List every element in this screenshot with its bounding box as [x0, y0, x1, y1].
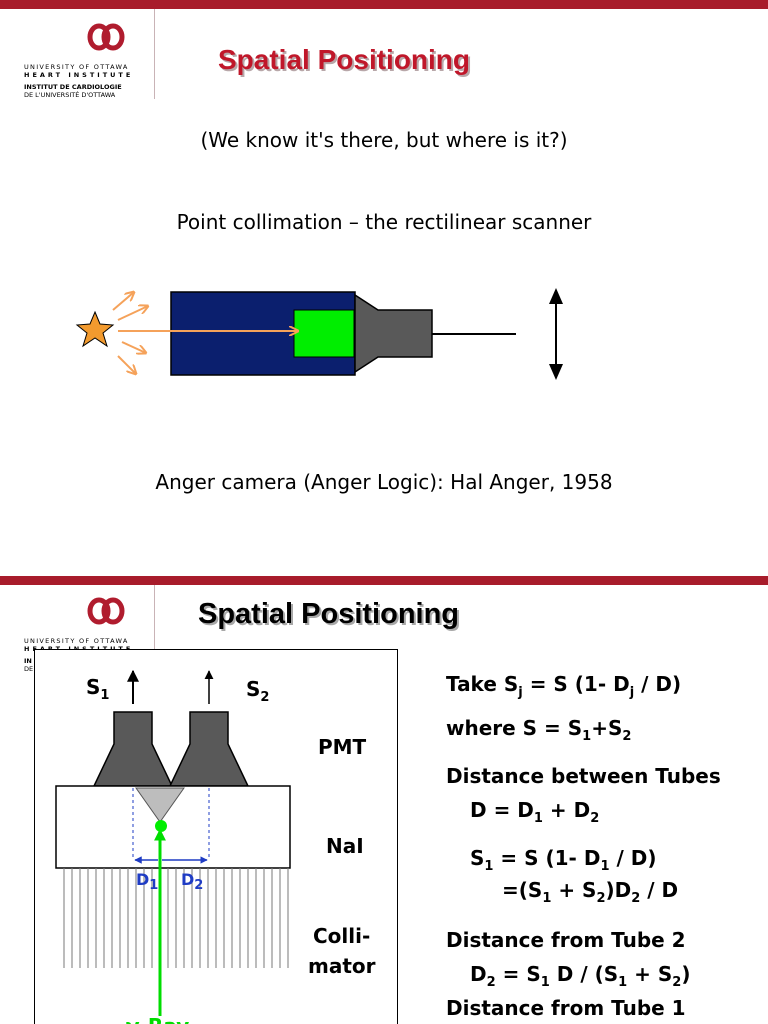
- text-distance-from-tube-2: Distance from Tube 2: [446, 928, 686, 952]
- label-collimator-2: mator: [308, 954, 376, 978]
- top-accent-bar: [0, 576, 768, 585]
- text-distance-between-tubes: Distance between Tubes: [446, 764, 721, 788]
- radioactive-source-star-icon: [75, 310, 115, 348]
- equation-s1: S1 = S (1- D1 / D): [470, 846, 657, 874]
- pmt-tube-1: [92, 711, 174, 787]
- scintillation-crystal: [293, 309, 355, 358]
- label-d1: D1: [136, 870, 159, 894]
- logo-divider: [154, 9, 155, 99]
- logo-line-1: UNIVERSITY OF OTTAWA: [24, 63, 129, 71]
- text-distance-from-tube-1: Distance from Tube 1: [446, 996, 686, 1020]
- label-pmt: PMT: [318, 735, 367, 759]
- collimator-septa: [63, 868, 289, 968]
- slide-spatial-positioning-intro: UNIVERSITY OF OTTAWA HEART INSTITUTE INS…: [0, 0, 768, 494]
- logo-line-4: DE: [24, 665, 34, 673]
- label-d2: D2: [181, 870, 204, 894]
- label-nai: NaI: [326, 834, 364, 858]
- logo-line-2: HEART INSTITUTE: [24, 71, 134, 79]
- slide-title: Spatial Positioning: [198, 598, 460, 630]
- top-accent-bar: [0, 0, 768, 9]
- equation-s1-expanded: =(S1 + S2)D2 / D: [502, 878, 679, 906]
- logo-divider: [154, 585, 155, 655]
- heart-logo-icon: [87, 23, 125, 51]
- rectilinear-scanner-diagram: [75, 288, 563, 380]
- logo-line-4: DE L'UNIVERSITÉ D'OTTAWA: [24, 91, 116, 99]
- heart-logo-icon: [87, 597, 125, 625]
- logo-line-3: IN: [24, 657, 32, 665]
- heading-point-collimation: Point collimation – the rectilinear scan…: [176, 210, 592, 234]
- logo-line-3: INSTITUT DE CARDIOLOGIE: [24, 83, 122, 91]
- equation-take-sj: Take Sj = S (1- Dj / D): [446, 672, 682, 700]
- label-gamma-ray: γ-Ray: [126, 1014, 189, 1024]
- pmt-tube-2: [168, 711, 250, 787]
- scintillation-event-point: [155, 820, 167, 832]
- logo-line-1: UNIVERSITY OF OTTAWA: [24, 637, 129, 645]
- subtitle-question: (We know it's there, but where is it?): [200, 128, 568, 152]
- equation-d2: D2 = S1 D / (S1 + S2): [470, 962, 691, 990]
- scan-direction-arrow-icon: [549, 288, 563, 380]
- heading-anger-camera: Anger camera (Anger Logic): Hal Anger, 1…: [155, 470, 613, 494]
- label-collimator-1: Colli-: [313, 924, 371, 948]
- equation-sum-s: where S = S1+S2: [446, 716, 632, 744]
- collimator-body: [170, 291, 356, 376]
- equation-d-sum: D = D1 + D2: [470, 798, 600, 826]
- emitted-rays: [112, 292, 148, 374]
- label-s2: S2: [246, 677, 270, 705]
- anger-camera-diagram: [55, 669, 291, 1016]
- label-s1: S1: [86, 675, 110, 703]
- photomultiplier-tube: [354, 293, 433, 374]
- slide-title: Spatial Positioning: [218, 44, 471, 75]
- light-cone: [135, 787, 185, 823]
- slide-spatial-positioning-anger-logic: UNIVERSITY OF OTTAWA HEART INSTITUTE IN …: [0, 576, 768, 1024]
